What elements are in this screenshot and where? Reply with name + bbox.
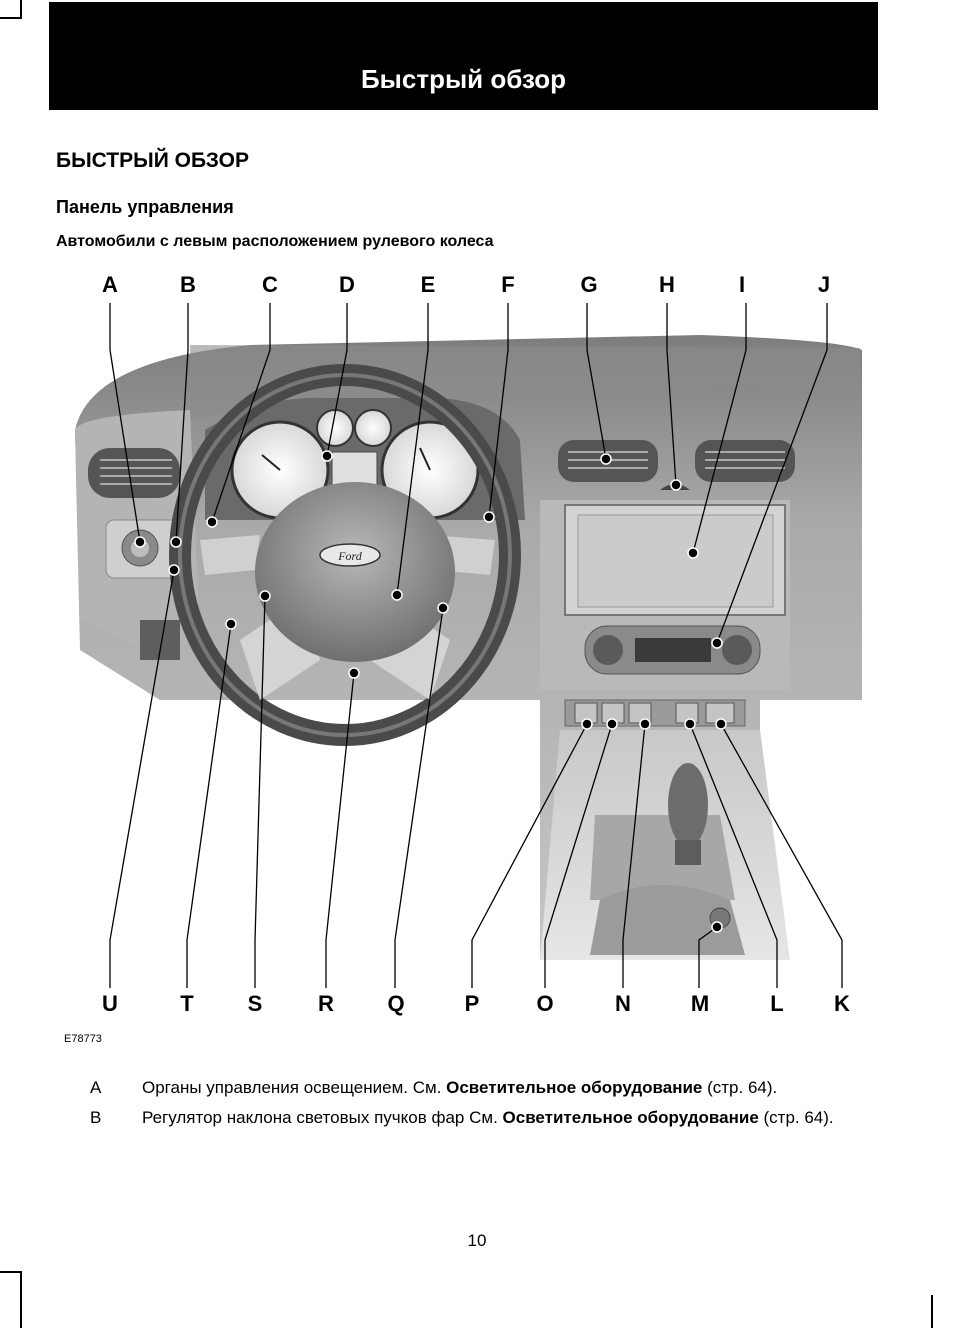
callout-label: D — [339, 272, 355, 297]
callout-label: L — [770, 991, 784, 1016]
callout-label: B — [180, 272, 196, 297]
callout-label: R — [318, 991, 334, 1016]
callout-label: C — [262, 272, 278, 297]
crop-mark — [20, 1271, 22, 1328]
section-title: БЫСТРЫЙ ОБЗОР — [56, 149, 249, 172]
callout-label: E — [420, 272, 436, 297]
crop-mark — [0, 17, 21, 19]
callout-label: U — [102, 991, 118, 1016]
legend-text: Регулятор наклона световых пучков фар См… — [142, 1108, 834, 1127]
chapter-header: Быстрый обзор — [49, 2, 878, 110]
legend-key: A — [90, 1078, 102, 1097]
callout-label: F — [501, 272, 515, 297]
legend-link-title: Осветительное оборудование — [502, 1108, 759, 1127]
callout-label: P — [464, 991, 480, 1016]
chapter-title: Быстрый обзор — [360, 64, 567, 94]
callout-label: Q — [387, 991, 405, 1016]
legend-key: B — [90, 1108, 102, 1127]
page-number: 10 — [467, 1231, 487, 1250]
callout-label: G — [580, 272, 598, 297]
legend-text: Органы управления освещением. См. Освети… — [142, 1078, 778, 1097]
crop-mark — [0, 1271, 21, 1273]
callout-label: M — [690, 991, 710, 1016]
callout-label: H — [659, 272, 675, 297]
callout-label: A — [102, 272, 118, 297]
ford-logo: Ford — [337, 549, 363, 563]
callout-label: J — [817, 272, 831, 297]
crop-mark — [931, 1295, 933, 1328]
callout-label: I — [738, 272, 746, 297]
subsection-title: Панель управления — [56, 197, 234, 217]
callout-label: T — [180, 991, 194, 1016]
crop-mark — [20, 0, 22, 19]
callout-label: K — [834, 991, 850, 1016]
figure-code: E78773 — [64, 1033, 102, 1045]
callout-label: S — [247, 991, 263, 1016]
callout-label: O — [536, 991, 554, 1016]
callout-label: N — [615, 991, 631, 1016]
legend-link-title: Осветительное оборудование — [446, 1078, 703, 1097]
figure-caption: Автомобили с левым расположением рулевог… — [56, 233, 494, 250]
